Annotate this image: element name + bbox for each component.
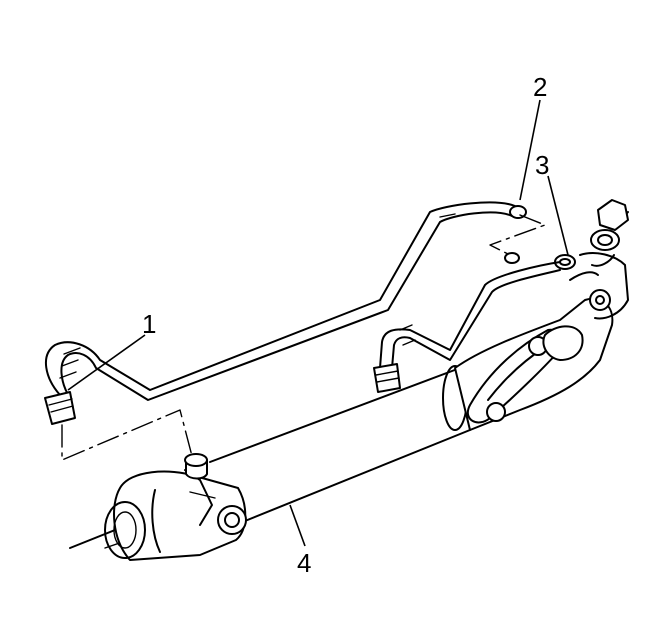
left-flare-nut	[44, 391, 76, 425]
left-housing-end	[104, 469, 247, 561]
callout-4: 4	[297, 548, 311, 578]
left-port-fitting	[184, 453, 208, 480]
callout-1: 1	[142, 309, 156, 339]
callout-2: 2	[533, 72, 547, 102]
lower-transfer-pipe	[379, 261, 561, 369]
right-port-fittings	[504, 205, 576, 270]
upper-transfer-pipe	[44, 201, 516, 401]
right-gear-body	[454, 199, 629, 431]
alignment-lines	[61, 214, 546, 461]
callout-3: 3	[535, 150, 549, 180]
leader-lines	[67, 99, 569, 547]
housing-flare-nut	[373, 363, 401, 393]
